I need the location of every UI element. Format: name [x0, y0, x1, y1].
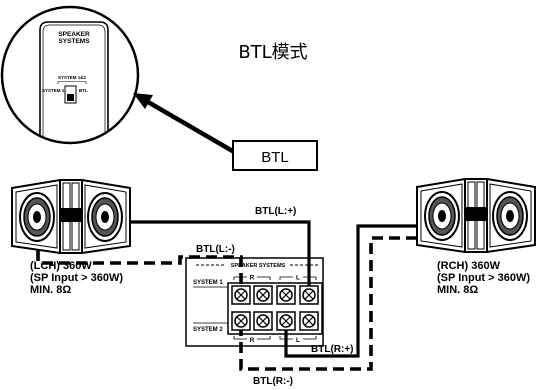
wire-label-r-plus: BTL(R:+): [311, 344, 354, 355]
mode-box: BTL: [232, 140, 318, 171]
woofer-dome: [438, 210, 446, 222]
terminal-top-l-label: L: [296, 275, 300, 282]
terminal-screws: [231, 285, 319, 331]
terminal-screw: [231, 285, 251, 305]
woofer-dome: [33, 211, 41, 223]
left-speaker-input: (SP Input > 360W): [30, 272, 123, 284]
wire-label-r-minus: BTL(R:-): [253, 376, 293, 387]
wire-r-plus: [284, 224, 417, 358]
woofer-dome: [101, 211, 109, 223]
right-speaker-impedance: MIN. 8Ω: [437, 284, 478, 296]
terminal-top-brackets: [233, 276, 317, 280]
terminal-screw: [253, 311, 273, 331]
speaker-right-wing-frame: [489, 183, 532, 248]
inset-switch-knob: [67, 94, 74, 101]
right-speaker-channel: (RCH) 360W: [437, 260, 501, 272]
inset-switch-left-label: SYSTEM 1: [42, 88, 65, 93]
wire-l-minus: [36, 250, 243, 288]
inset-label-bracket: [57, 81, 87, 84]
woofer-dome: [506, 210, 514, 222]
terminal-screw: [276, 285, 296, 305]
terminal-screw: [253, 285, 273, 305]
diagram-title: BTL模式: [238, 42, 307, 63]
right-speaker: [416, 177, 536, 254]
left-speaker-impedance: MIN. 8Ω: [30, 284, 71, 296]
speaker-right-wing-frame: [84, 184, 127, 249]
speaker-left-wing-frame: [15, 184, 58, 249]
terminal-screw: [299, 311, 319, 331]
inset-header-line1: SPEAKER: [58, 31, 90, 38]
terminal-top-r-label: R: [250, 275, 255, 282]
inset-switch-right-label: BTL: [79, 88, 88, 93]
terminal-header: SPEAKER SYSTEMS: [231, 263, 286, 269]
wire-label-l-minus: BTL(L:-): [196, 244, 235, 255]
inset-circle: [0, 5, 140, 145]
wire-l-plus: [130, 220, 311, 288]
terminal-bottom-r-label: R: [250, 337, 255, 344]
right-speaker-specs: (RCH) 360W (SP Input > 360W) MIN. 8Ω: [437, 260, 530, 296]
inset-header-line2: SYSTEMS: [58, 38, 90, 45]
mode-box-frame: [232, 140, 318, 171]
arrow-shaft: [146, 100, 238, 155]
inset-panel-inner-outline: [42, 24, 106, 142]
mode-box-label: BTL: [261, 149, 289, 166]
terminal-system1-label: SYSTEM 1: [193, 280, 223, 286]
terminal-bottom-brackets: [233, 336, 317, 340]
inset-panel: [39, 21, 109, 142]
terminal-screw: [276, 311, 296, 331]
terminal-screw: [231, 311, 251, 331]
left-speaker: [11, 178, 131, 255]
center-horn: [61, 208, 81, 222]
wiring: [36, 220, 417, 371]
wire-r-minus: [239, 236, 417, 371]
inset-switch-top-label: SYSTEM 1&2: [58, 75, 87, 80]
left-speaker-specs: (LCH) 360W (SP Input > 360W) MIN. 8Ω: [30, 260, 123, 296]
center-horn: [466, 207, 486, 221]
switch-detail-inset: SPEAKER SYSTEMS SYSTEM 1&2 SYSTEM 1 BTL: [0, 5, 140, 145]
arrow-head: [133, 93, 153, 109]
terminal-bottom-l-label: L: [296, 337, 300, 344]
speaker-left-wing-frame: [420, 183, 463, 248]
terminal-system2-label: SYSTEM 2: [193, 327, 223, 333]
wire-label-l-plus: BTL(L:+): [255, 206, 296, 217]
pointer-arrow: [133, 93, 238, 155]
inset-panel-outline: [39, 21, 109, 142]
terminal-screw: [299, 285, 319, 305]
right-speaker-input: (SP Input > 360W): [437, 272, 530, 284]
